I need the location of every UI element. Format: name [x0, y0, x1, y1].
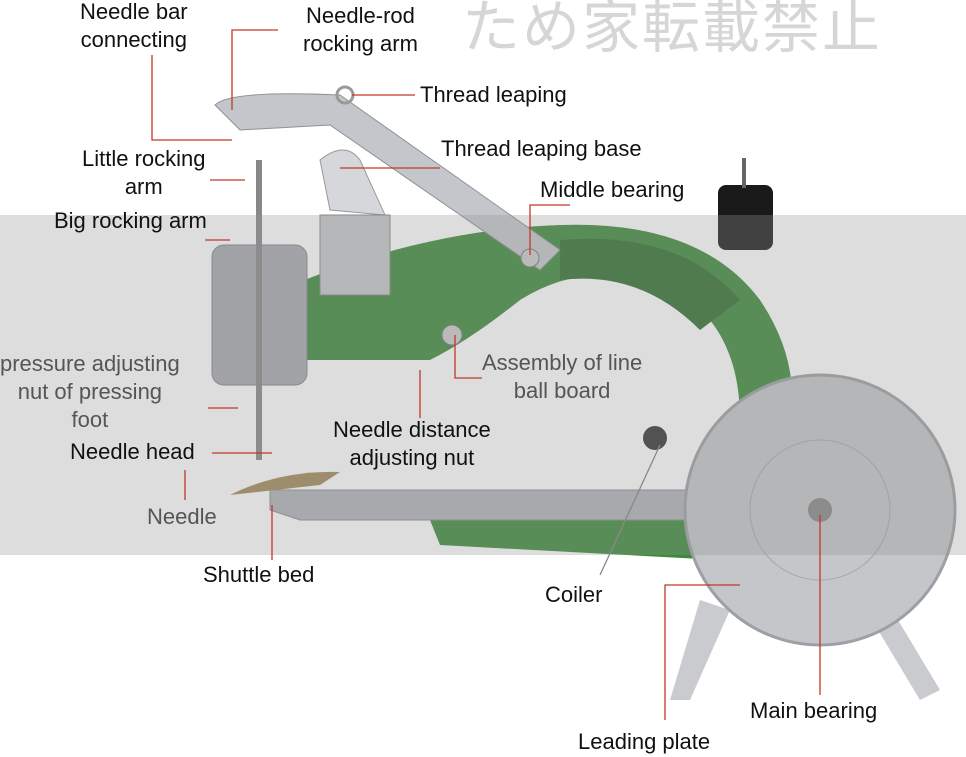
watermark-text: ため家転載禁止 — [462, 0, 883, 61]
line-ball-board — [441, 324, 463, 346]
leader-needle-rod-rocking-arm — [231, 29, 278, 110]
label-needle-head: Needle head — [70, 439, 195, 464]
stand-leg — [670, 600, 730, 700]
label-needle: Needle — [147, 504, 217, 529]
label-leading-plate: Leading plate — [578, 729, 711, 754]
thread-leaping-base — [319, 149, 386, 216]
label-shuttle-bed: Shuttle bed — [203, 562, 315, 587]
thread-spool — [718, 185, 773, 250]
leader-lines — [151, 29, 821, 720]
leather-piece — [230, 471, 340, 495]
label-coiler: Coiler — [545, 582, 603, 607]
label-big-rocking-arm: Big rocking arm — [54, 208, 207, 233]
leader-coiler — [599, 444, 661, 576]
label-main-bearing: Main bearing — [750, 698, 878, 723]
leader-needle-bar-connecting — [151, 55, 232, 141]
spool-pin — [742, 158, 746, 188]
leader-line-ball — [454, 335, 482, 379]
label-middle-bearing: Middle bearing — [540, 177, 685, 202]
label-little-rocking-arm: Little rocking arm — [82, 146, 206, 199]
label-pressure-adjusting-nut: pressure adjusting nut of pressing foot — [0, 351, 180, 432]
head-bracket — [319, 214, 391, 296]
main-bearing-hub — [808, 498, 832, 522]
body-shadow — [560, 238, 740, 330]
coiler-knob — [643, 426, 667, 450]
machine-base — [430, 520, 720, 560]
label-needle-distance-adjusting-nut: Needle distance adjusting nut — [333, 417, 491, 470]
needle-bar — [256, 160, 262, 460]
label-assembly-line-ball-board: Assembly of line ball board — [482, 350, 643, 403]
label-thread-leaping: Thread leaping — [420, 82, 567, 107]
shuttle-bed — [269, 489, 701, 521]
label-thread-leaping-base: Thread leaping base — [441, 136, 642, 161]
label-needle-rod-rocking-arm: Needle-rod rocking arm — [303, 3, 418, 56]
leader-middle-bearing — [529, 204, 570, 255]
label-needle-bar-connecting: Needle bar connecting — [80, 0, 188, 52]
watermark-band — [0, 215, 966, 555]
leader-leading-plate — [664, 584, 740, 720]
